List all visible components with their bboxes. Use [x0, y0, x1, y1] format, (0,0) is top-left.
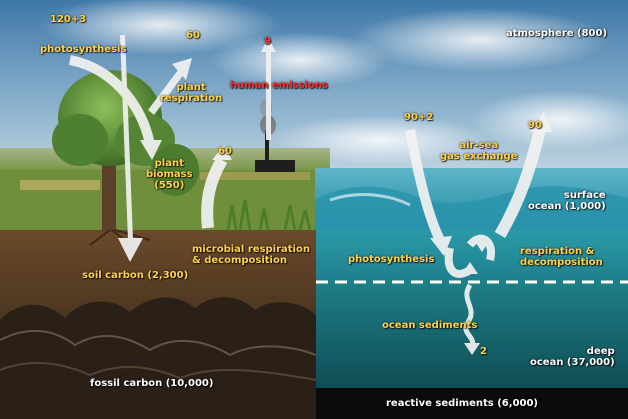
ocean-photosynthesis-label: photosynthesis — [348, 254, 435, 265]
air-sea-out-value: 90 — [528, 120, 542, 131]
soil-carbon-label: soil carbon (2,300) — [82, 270, 189, 281]
photosynthesis-label: photosynthesis — [40, 44, 127, 55]
ocean-respiration-label: respiration & decomposition — [520, 246, 603, 268]
surface-ocean-label: surface ocean (1,000) — [528, 190, 606, 212]
ocean-sediments-value: 2 — [480, 346, 487, 357]
fossil-carbon-label: fossil carbon (10,000) — [90, 378, 214, 389]
human-emissions-value: 9 — [264, 36, 271, 47]
air-sea-in-value: 90+2 — [404, 112, 434, 123]
deep-ocean-label: deep ocean (37,000) — [530, 346, 615, 368]
plant-respiration-label: plant respiration — [160, 82, 223, 104]
microbial-respiration-label: microbial respiration & decomposition — [192, 244, 310, 266]
photosynthesis-input-value: 120+3 — [50, 14, 87, 25]
ocean-sediments-label: ocean sediments — [382, 320, 478, 331]
atmosphere-label: atmosphere (800) — [506, 28, 608, 39]
air-sea-exchange-label: air-sea gas exchange — [440, 140, 518, 162]
reactive-sediments-label: reactive sediments (6,000) — [386, 398, 539, 409]
human-emissions-label: human emissions — [230, 80, 328, 91]
microbial-respiration-value: 60 — [218, 146, 232, 157]
flux-arrows — [68, 35, 552, 355]
plant-biomass-label: plant biomass (550) — [146, 158, 193, 191]
plant-respiration-value: 60 — [186, 30, 200, 41]
